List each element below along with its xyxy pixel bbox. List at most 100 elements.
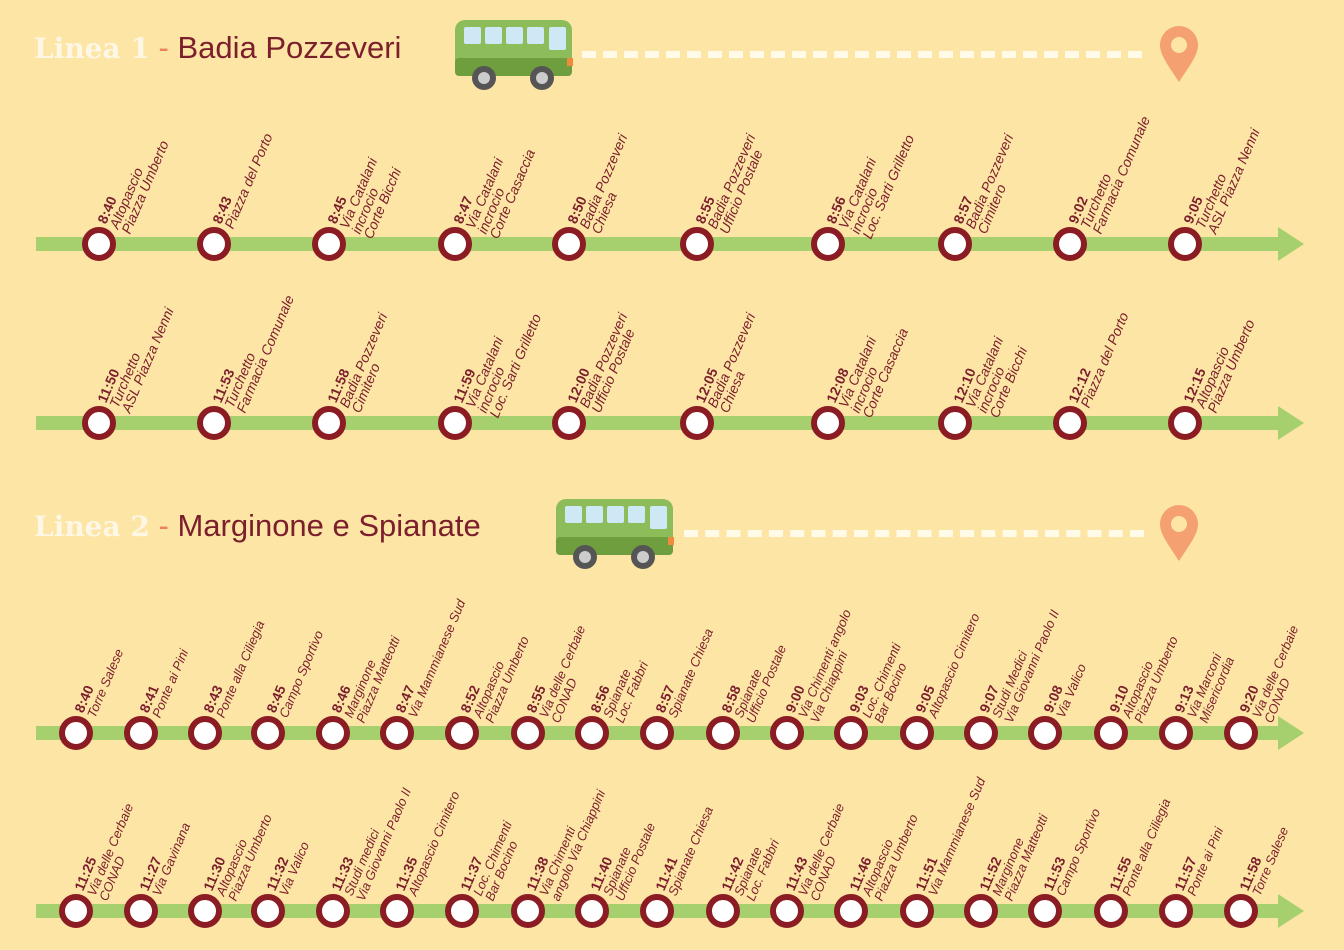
stop-marker xyxy=(1053,227,1087,261)
route-arrow-icon xyxy=(1278,716,1304,750)
line-2-name: Marginone e Spianate xyxy=(177,508,481,543)
stop-marker xyxy=(1094,894,1128,928)
stop-marker xyxy=(380,716,414,750)
stop-marker xyxy=(575,716,609,750)
stop-marker xyxy=(1053,406,1087,440)
stop-marker xyxy=(445,894,479,928)
map-pin-icon xyxy=(1160,505,1198,561)
stop-marker xyxy=(197,227,231,261)
stop-marker xyxy=(316,894,350,928)
stop-marker xyxy=(770,894,804,928)
stop-marker xyxy=(511,716,545,750)
stop-marker xyxy=(312,227,346,261)
stop-marker xyxy=(938,227,972,261)
stop-marker xyxy=(197,406,231,440)
stop-marker xyxy=(900,894,934,928)
stop-marker xyxy=(640,894,674,928)
stop-marker xyxy=(964,716,998,750)
route-arrow-icon xyxy=(1278,227,1304,261)
stop-marker xyxy=(251,894,285,928)
stop-marker xyxy=(445,716,479,750)
line-1-title: Linea 1 - Badia Pozzeveri xyxy=(34,30,402,65)
stop-marker xyxy=(1224,716,1258,750)
route-arrow-icon xyxy=(1278,406,1304,440)
stop-marker xyxy=(59,716,93,750)
stop-marker xyxy=(1028,894,1062,928)
stop-marker xyxy=(82,227,116,261)
stop-marker xyxy=(770,716,804,750)
stop-marker xyxy=(1224,894,1258,928)
stop-marker xyxy=(706,894,740,928)
stop-marker xyxy=(1168,406,1202,440)
stop-marker xyxy=(124,716,158,750)
route-arrow-icon xyxy=(1278,894,1304,928)
stop-marker xyxy=(900,716,934,750)
stop-marker xyxy=(124,894,158,928)
stop-marker xyxy=(1094,716,1128,750)
stop-marker xyxy=(706,716,740,750)
line-1-number: Linea 1 xyxy=(34,32,150,65)
stop-marker xyxy=(438,227,472,261)
bus-icon xyxy=(455,20,573,90)
stop-marker xyxy=(575,894,609,928)
stop-marker xyxy=(1168,227,1202,261)
stop-marker xyxy=(511,894,545,928)
stop-marker xyxy=(316,716,350,750)
stop-marker xyxy=(82,406,116,440)
stop-marker xyxy=(834,716,868,750)
bus-icon xyxy=(556,499,674,569)
stop-marker xyxy=(312,406,346,440)
stop-marker xyxy=(811,406,845,440)
stop-marker xyxy=(59,894,93,928)
stop-marker xyxy=(811,227,845,261)
stop-marker xyxy=(680,406,714,440)
stop-marker xyxy=(680,227,714,261)
line-2-number: Linea 2 xyxy=(34,510,150,543)
stop-marker xyxy=(640,716,674,750)
stop-marker xyxy=(188,894,222,928)
map-pin-icon xyxy=(1160,26,1198,82)
stop-marker xyxy=(188,716,222,750)
stop-marker xyxy=(552,227,586,261)
stop-marker xyxy=(964,894,998,928)
